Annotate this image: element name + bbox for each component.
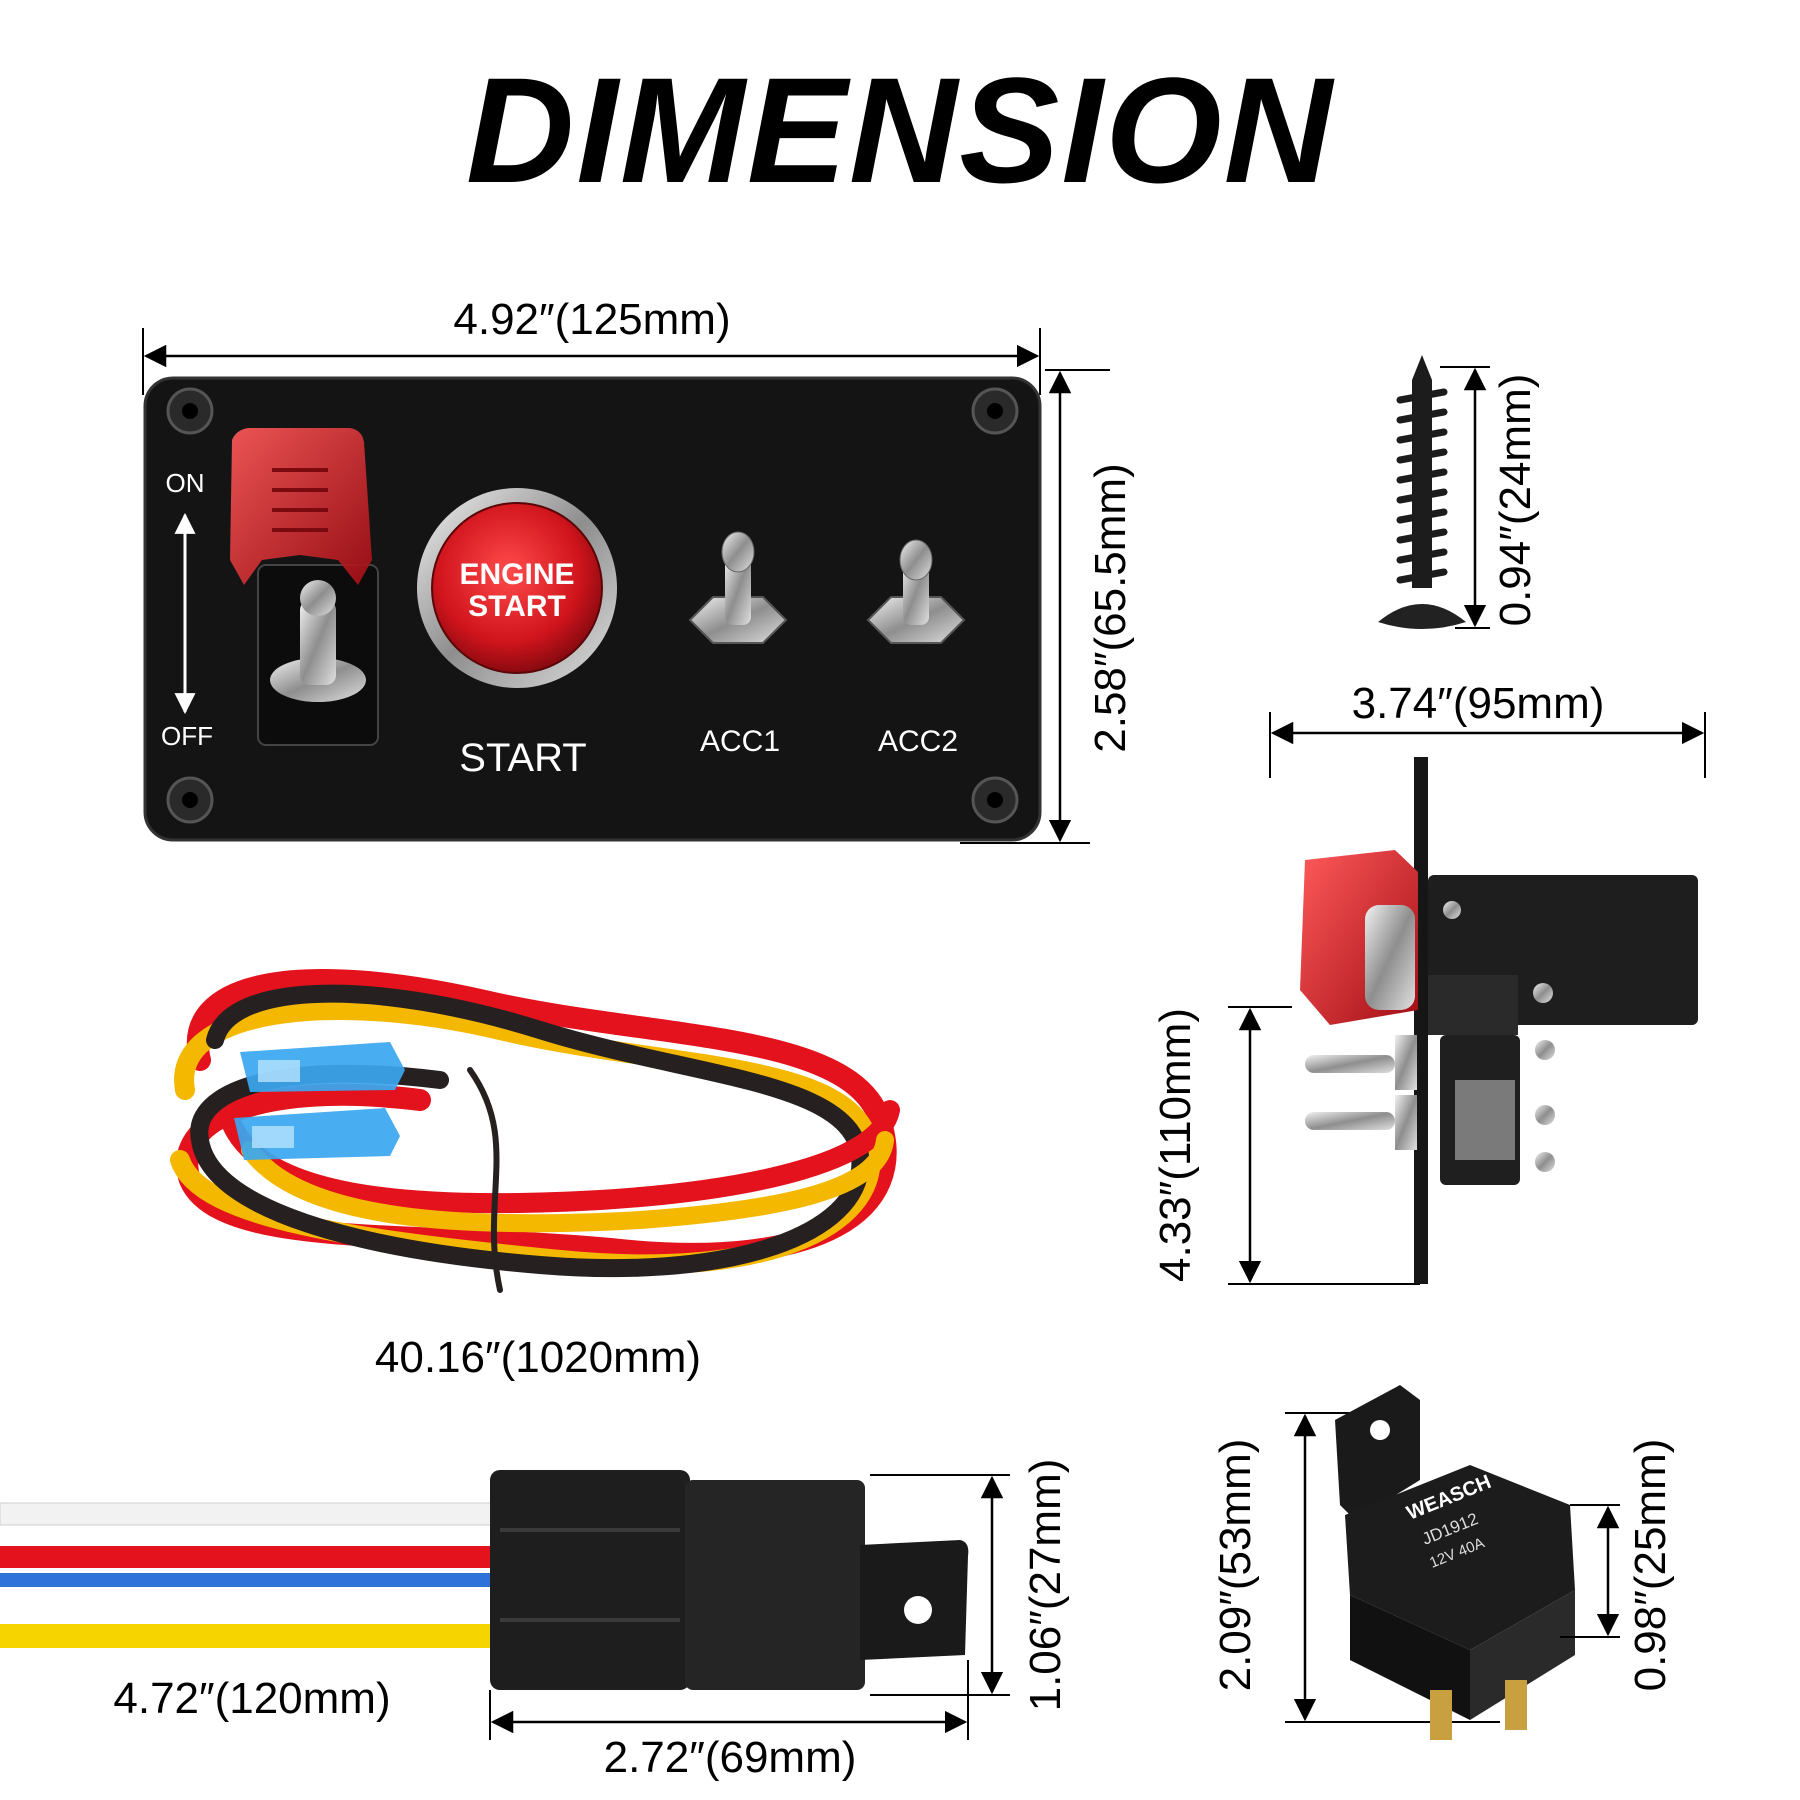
screw-length-label: 0.94″(24mm) xyxy=(1491,374,1540,627)
relay-height-label: 2.09″(53mm) xyxy=(1211,1439,1260,1692)
relay-group: 2.09″(53mm) WEASCH JD1912 12V 40A 0.98″(… xyxy=(1211,1385,1675,1740)
ignition-toggle-switch[interactable] xyxy=(257,564,379,746)
start-label: START xyxy=(459,736,586,780)
off-label: OFF xyxy=(161,721,213,751)
panel-width-label: 4.92″(125mm) xyxy=(453,295,730,344)
acc1-label: ACC1 xyxy=(700,725,780,758)
mount-hole-top-left xyxy=(166,387,214,435)
socket-height-label: 1.06″(27mm) xyxy=(1021,1459,1070,1712)
acc2-label: ACC2 xyxy=(878,725,958,758)
side-view-image xyxy=(1300,757,1698,1284)
side-width-label: 3.74″(95mm) xyxy=(1352,679,1605,728)
acc2-toggle-switch[interactable] xyxy=(866,539,966,644)
engine-start-button[interactable]: ENGINE START xyxy=(417,488,617,688)
mount-hole-bottom-right xyxy=(971,776,1019,824)
red-safety-cover[interactable] xyxy=(230,428,372,585)
lead-wires xyxy=(0,1502,496,1648)
side-height-label: 4.33″(110mm) xyxy=(1151,1008,1200,1282)
screw-image xyxy=(1378,355,1466,629)
engine-start-line1: ENGINE xyxy=(459,558,574,591)
blue-spade-terminals xyxy=(234,1042,405,1160)
mount-hole-bottom-left xyxy=(166,776,214,824)
relay-socket-group: 4.72″(120mm) 2.72″(69mm) 1.06″(27mm) xyxy=(0,1459,1070,1782)
socket-width-label: 2.72″(69mm) xyxy=(604,1733,857,1782)
relay-body-label: 0.98″(25mm) xyxy=(1626,1439,1675,1692)
screw-group: 0.94″(24mm) xyxy=(1378,355,1540,629)
relay-image: WEASCH JD1912 12V 40A xyxy=(1335,1385,1575,1740)
side-view-group: 3.74″(95mm) 4.33″(110mm) xyxy=(1151,679,1706,1285)
harness-length-label: 40.16″(1020mm) xyxy=(375,1333,701,1382)
relay-socket-image xyxy=(490,1470,969,1690)
page-title: DIMENSION xyxy=(466,46,1335,214)
mount-hole-top-right xyxy=(971,387,1019,435)
on-label: ON xyxy=(166,468,205,498)
panel-height-label: 2.58″(65.5mm) xyxy=(1086,463,1135,752)
lead-length-label: 4.72″(120mm) xyxy=(113,1674,390,1723)
wire-harness-image xyxy=(170,969,900,1293)
switch-panel-group: 4.92″(125mm) 2.58″(65.5mm) ON OFF xyxy=(142,295,1135,844)
wire-harness-group: 40.16″(1020mm) xyxy=(170,969,900,1382)
acc1-toggle-switch[interactable] xyxy=(688,531,788,644)
engine-start-line2: START xyxy=(468,590,566,623)
